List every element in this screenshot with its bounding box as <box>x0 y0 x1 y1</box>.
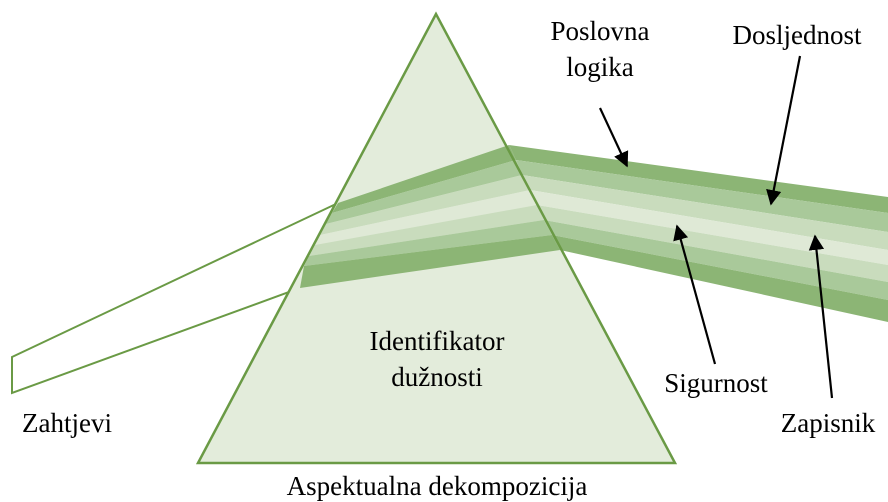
inner-spectrum <box>300 145 560 288</box>
label-identifikator: Identifikator <box>370 326 505 356</box>
arrow-poslovna-logika <box>599 107 629 168</box>
label-poslovna: Poslovna <box>550 16 649 46</box>
label-duznosti: dužnosti <box>391 362 483 392</box>
label-zapisnik: Zapisnik <box>781 408 876 438</box>
label-zahtjevi: Zahtjevi <box>22 408 112 438</box>
arrow-dosljednost <box>766 55 802 206</box>
prism-outline <box>195 11 678 465</box>
arrow-sigurnost <box>673 224 717 365</box>
label-aspektualna-dekompozicija: Aspektualna dekompozicija <box>287 471 588 501</box>
arrow-zapisnik <box>808 234 834 399</box>
label-logika: logika <box>566 52 634 82</box>
label-dosljednost: Dosljednost <box>732 20 862 50</box>
output-spectrum <box>509 145 888 322</box>
label-sigurnost: Sigurnost <box>664 368 768 398</box>
